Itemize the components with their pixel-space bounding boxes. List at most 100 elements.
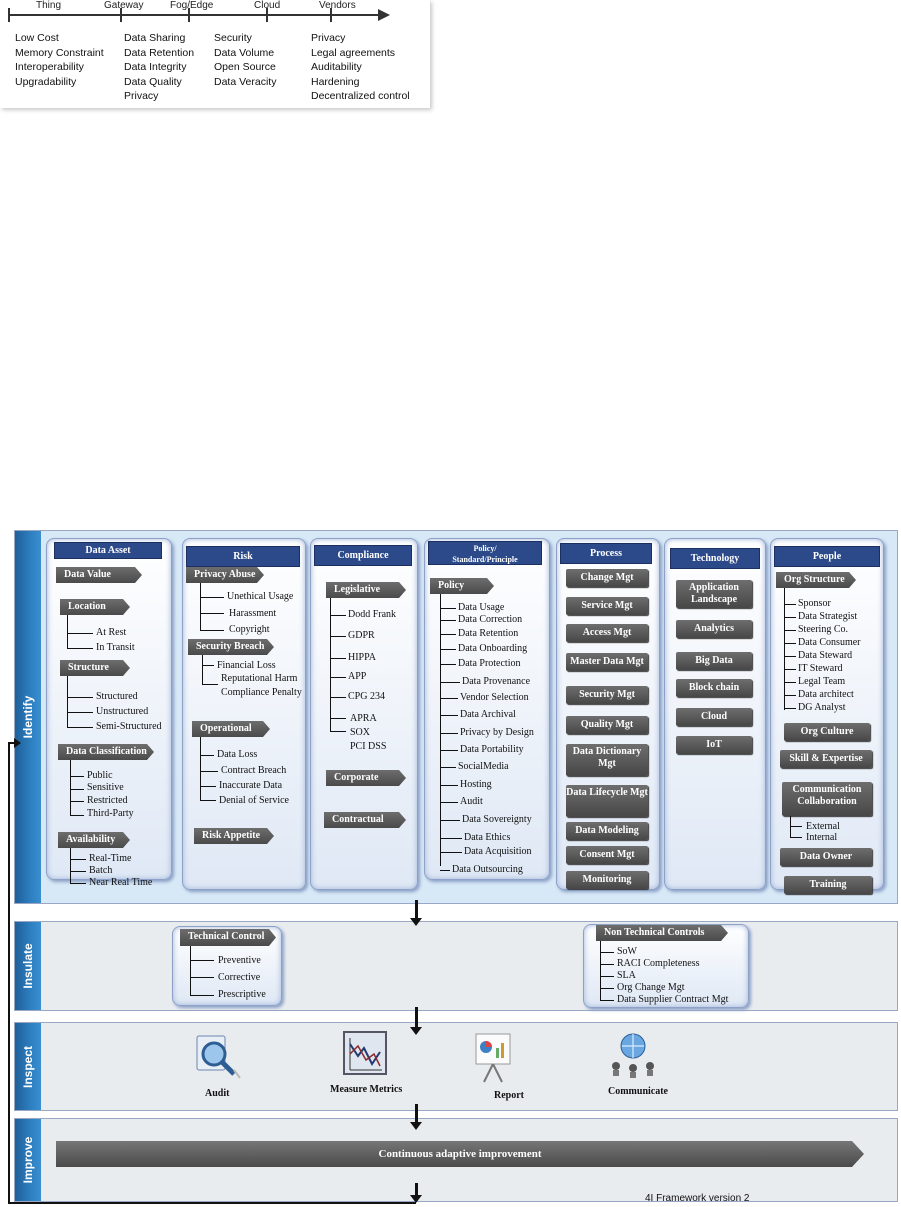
process-item: Consent Mgt (566, 846, 648, 864)
concern-item: Decentralized control (311, 90, 410, 102)
connector (70, 848, 71, 884)
connector (330, 697, 346, 698)
connector (600, 964, 614, 965)
report-easel-icon (475, 1033, 511, 1083)
connector (600, 976, 614, 977)
report-label: Report (494, 1090, 524, 1101)
identify-label: Identify (21, 695, 35, 739)
down-arrow (410, 1104, 422, 1130)
communicate-globe-icon (612, 1033, 654, 1078)
connector (67, 727, 93, 728)
connector (200, 737, 201, 801)
timeline-tick (120, 8, 122, 22)
connector (200, 630, 224, 631)
connector (70, 859, 86, 860)
down-arrow (410, 1183, 422, 1203)
concern-item: Hardening (311, 75, 360, 88)
org-structure-item: Sponsor (798, 598, 831, 609)
connector (784, 695, 796, 696)
concern-item: Data Sharing (124, 32, 186, 44)
connector (790, 826, 802, 827)
sow-item: SoW (617, 946, 637, 957)
policy-header-line-2: Standard/Principle (452, 555, 518, 564)
connector (67, 712, 93, 713)
connector (330, 677, 346, 678)
third-party-item: Third-Party (87, 808, 134, 819)
data-asset-header: Data Asset (54, 542, 162, 559)
connector (440, 649, 456, 650)
process-item: Quality Mgt (566, 716, 648, 734)
timeline-tick (8, 8, 10, 22)
connector (784, 708, 796, 709)
org-change-mgt-item: Org Change Mgt (617, 982, 685, 993)
prescriptive-item: Prescriptive (218, 989, 266, 1000)
training-node: Training (784, 876, 872, 894)
connector (67, 676, 68, 728)
connector (784, 617, 796, 618)
connector (200, 786, 216, 787)
gdpr-item: GDPR (348, 630, 375, 641)
process-item: Data Dictionary Mgt (566, 744, 648, 776)
connector (440, 802, 458, 803)
connector (790, 816, 791, 838)
down-arrow (410, 1007, 422, 1035)
technology-item: IoT (676, 736, 752, 754)
hippa-item: HIPPA (348, 652, 376, 663)
connector (440, 634, 456, 635)
copyright-item: Copyright (229, 624, 270, 635)
concern-item: Data Volume (214, 46, 275, 59)
connector (70, 801, 84, 802)
connector (67, 697, 93, 698)
connector (190, 960, 214, 961)
connector (440, 785, 458, 786)
inspect-phase: Inspect (14, 1022, 898, 1111)
location-node: Location (60, 599, 130, 615)
at-rest-item: At Rest (96, 627, 127, 638)
connector (600, 941, 601, 1001)
identify-tab: Identify (15, 531, 41, 903)
restricted-item: Restricted (87, 795, 128, 806)
org-structure-item: Data Steward (798, 650, 853, 661)
process-item: Access Mgt (566, 624, 648, 642)
compliance-header: Compliance (314, 545, 412, 566)
connector (440, 698, 458, 699)
stage-label-fog-edge: Fog/Edge (170, 0, 214, 11)
policy-header-line-1: Policy/ (473, 544, 497, 553)
structure-node: Structure (60, 660, 130, 676)
communication-collaboration-node: Communication Collaboration (782, 782, 872, 816)
policy-item: Data Correction (458, 614, 523, 625)
policy-item: Hosting (460, 779, 492, 790)
internal-item: Internal (806, 832, 838, 843)
concern-item: Auditability (311, 61, 362, 73)
connector (70, 815, 84, 816)
connector (440, 767, 456, 768)
connector (200, 613, 224, 614)
feedback-loop-top (8, 742, 16, 744)
connector (200, 771, 218, 772)
concern-item: Privacy (124, 90, 159, 102)
process-item: Change Mgt (566, 569, 648, 587)
connector (202, 665, 214, 666)
connector (440, 620, 456, 621)
thing-concerns: Low Cost Memory Constraint Interoperabil… (15, 31, 104, 89)
timeline-tick (330, 8, 332, 22)
connector (330, 636, 346, 637)
unethical-usage-item: Unethical Usage (227, 591, 294, 602)
connector (200, 597, 224, 598)
connector (190, 995, 214, 996)
technology-header: Technology (670, 548, 760, 569)
in-transit-item: In Transit (96, 642, 135, 653)
contract-breach-item: Contract Breach (221, 765, 287, 776)
data-value-node: Data Value (56, 567, 142, 583)
policy-item: Data Portability (460, 744, 524, 755)
non-technical-controls-node: Non Technical Controls (596, 925, 728, 941)
audit-label: Audit (205, 1088, 230, 1099)
process-item: Service Mgt (566, 597, 648, 615)
connector (440, 733, 458, 734)
technology-item: Application Landscape (676, 580, 752, 608)
org-structure-item: Legal Team (798, 676, 846, 687)
policy-item: Data Archival (460, 709, 516, 720)
compliance-penalty-item: Compliance Penalty (221, 687, 302, 698)
external-item: External (806, 821, 840, 832)
org-structure-item: DG Analyst (798, 702, 846, 713)
